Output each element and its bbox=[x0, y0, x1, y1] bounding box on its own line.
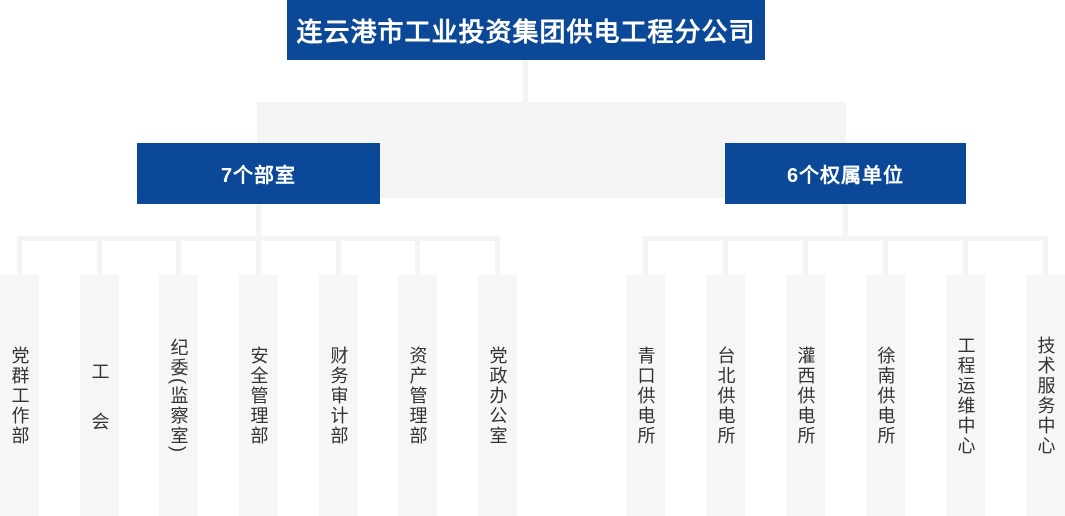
dept-column-stub-4 bbox=[256, 239, 261, 276]
unit-column-stub-6 bbox=[1043, 239, 1048, 276]
dept-label: 财务审计部 bbox=[328, 345, 349, 446]
root-node-label: 连云港市工业投资集团供电工程分公司 bbox=[296, 16, 756, 47]
dept-column-stub-7 bbox=[495, 239, 500, 276]
unit-column-tech-service: 技术服务中心 bbox=[1026, 275, 1065, 516]
dept-column-party-masses: 党群工作部 bbox=[0, 275, 39, 516]
dept-column-finance-audit: 财务审计部 bbox=[319, 275, 358, 516]
dept-column-stub-6 bbox=[415, 239, 420, 276]
unit-label: 青口供电所 bbox=[635, 345, 656, 446]
dept-column-stub-3 bbox=[176, 239, 181, 276]
unit-column-stub-4 bbox=[883, 239, 888, 276]
dept-column-discipline: 纪委(监察室) bbox=[159, 275, 198, 516]
dept-group-stub bbox=[256, 204, 261, 237]
unit-group-node: 6个权属单位 bbox=[725, 143, 966, 204]
unit-label: 工程运维中心 bbox=[955, 335, 976, 456]
unit-column-stub-2 bbox=[723, 239, 728, 276]
root-connector-stub bbox=[523, 60, 528, 103]
dept-column-stub-1 bbox=[17, 239, 22, 276]
dept-group-node: 7个部室 bbox=[137, 143, 380, 204]
unit-label: 台北供电所 bbox=[715, 345, 736, 446]
unit-column-xunan: 徐南供电所 bbox=[866, 275, 905, 516]
unit-group-label: 6个权属单位 bbox=[786, 165, 905, 187]
dept-column-party-admin-office: 党政办公室 bbox=[478, 275, 517, 516]
dept-label: 纪委(监察室) bbox=[168, 337, 189, 454]
unit-label: 灌西供电所 bbox=[795, 345, 816, 446]
unit-branch-line bbox=[643, 236, 1048, 241]
dept-column-labor-union: 工会 bbox=[80, 275, 119, 516]
unit-group-stub bbox=[843, 204, 848, 237]
unit-column-guanxi: 灌西供电所 bbox=[786, 275, 825, 516]
root-node: 连云港市工业投资集团供电工程分公司 bbox=[287, 0, 765, 60]
unit-column-taibei: 台北供电所 bbox=[706, 275, 745, 516]
unit-label: 徐南供电所 bbox=[875, 345, 896, 446]
dept-column-asset-mgmt: 资产管理部 bbox=[398, 275, 437, 516]
unit-column-qingkou: 青口供电所 bbox=[626, 275, 665, 516]
dept-group-label: 7个部室 bbox=[220, 165, 297, 187]
dept-label: 资产管理部 bbox=[407, 345, 428, 446]
dept-label: 安全管理部 bbox=[248, 345, 269, 446]
dept-label: 工会 bbox=[89, 361, 110, 462]
dept-label: 党群工作部 bbox=[9, 345, 30, 446]
unit-column-engineering-om: 工程运维中心 bbox=[946, 275, 985, 516]
unit-column-stub-5 bbox=[963, 239, 968, 276]
dept-label: 党政办公室 bbox=[487, 345, 508, 446]
unit-column-stub-3 bbox=[803, 239, 808, 276]
dept-column-stub-5 bbox=[336, 239, 341, 276]
dept-column-stub-2 bbox=[97, 239, 102, 276]
unit-column-stub-1 bbox=[643, 239, 648, 276]
dept-branch-line bbox=[17, 236, 500, 241]
dept-column-safety: 安全管理部 bbox=[239, 275, 278, 516]
unit-label: 技术服务中心 bbox=[1035, 335, 1056, 456]
